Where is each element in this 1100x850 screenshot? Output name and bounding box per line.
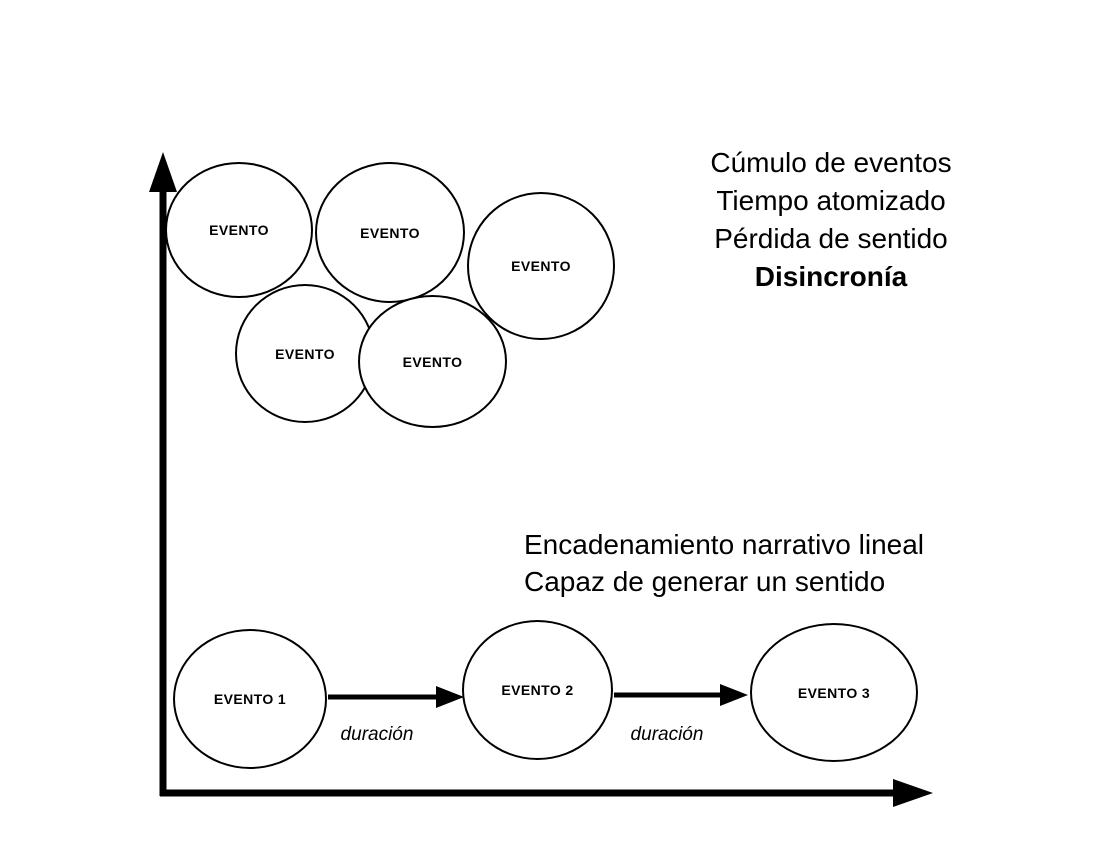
evento-3-circle: EVENTO 3 xyxy=(750,623,918,762)
y-axis-arrow xyxy=(149,152,177,796)
duracion-label-2: duración xyxy=(630,724,704,745)
arrow-evento1-evento2 xyxy=(328,686,464,708)
cluster-evento-circle-1: EVENTO xyxy=(165,162,313,298)
sequence-caption: Encadenamiento narrativo lineal Capaz de… xyxy=(524,526,1014,600)
evento-1-circle: EVENTO 1 xyxy=(173,629,327,769)
cluster-evento-circle-5: EVENTO xyxy=(358,295,507,428)
cluster-caption-line-1: Cúmulo de eventos xyxy=(710,147,952,178)
cluster-caption-line-3: Pérdida de sentido xyxy=(714,223,948,254)
cluster-caption-line-2: Tiempo atomizado xyxy=(716,185,946,216)
evento-1-label: EVENTO 1 xyxy=(213,691,287,707)
x-axis-arrow xyxy=(160,779,933,807)
evento-2-circle: EVENTO 2 xyxy=(462,620,613,760)
cluster-evento-label-3: EVENTO xyxy=(511,258,571,274)
duracion-label-1: duración xyxy=(340,724,414,745)
cluster-evento-circle-3: EVENTO xyxy=(467,192,615,340)
evento-2-label: EVENTO 2 xyxy=(501,682,574,698)
evento-3-label: EVENTO 3 xyxy=(797,684,871,701)
cluster-caption: Cúmulo de eventos Tiempo atomizado Pérdi… xyxy=(640,144,1022,296)
cluster-evento-circle-4: EVENTO xyxy=(235,284,375,423)
sequence-caption-line-2: Capaz de generar un sentido xyxy=(524,566,886,597)
cluster-evento-circle-2: EVENTO xyxy=(315,162,465,303)
cluster-caption-bold-line: Disincronía xyxy=(754,261,908,292)
arrow-evento2-evento3 xyxy=(614,684,748,706)
cluster-evento-label-5: EVENTO xyxy=(402,353,463,370)
cluster-evento-label-4: EVENTO xyxy=(275,345,335,362)
cluster-evento-label-1: EVENTO xyxy=(209,222,269,238)
sequence-caption-line-1: Encadenamiento narrativo lineal xyxy=(524,529,925,560)
cluster-evento-label-2: EVENTO xyxy=(360,224,420,241)
